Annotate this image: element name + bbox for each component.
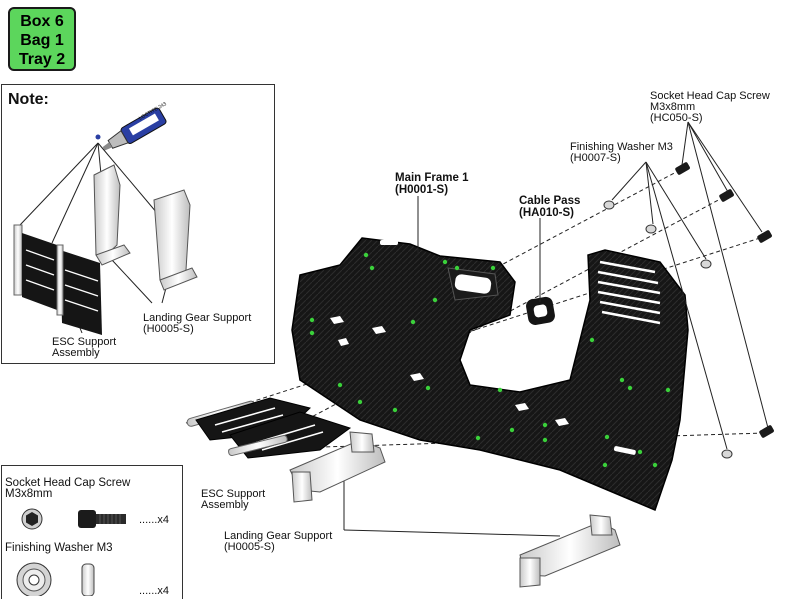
screw-side-icon <box>78 510 126 528</box>
parts-legend: Socket Head Cap Screw M3x8mm <box>1 465 183 599</box>
note-landing-gear-code: (H0005-S) <box>143 323 194 335</box>
main-frame-label: Main Frame 1 <box>395 172 469 184</box>
frame-slots <box>330 316 569 426</box>
note-drawing: LOCTITE 243 <box>13 101 198 335</box>
esc-support-assembly <box>186 397 352 459</box>
tray-number: Tray 2 <box>18 51 66 68</box>
frame-cutouts <box>380 240 636 455</box>
landing-gear-code: (H0005-S) <box>224 541 275 553</box>
washer-front-icon <box>16 562 52 596</box>
drop-icon <box>95 134 101 140</box>
socket-screw-size: M3x8mm <box>650 101 696 113</box>
landing-gear-label: Landing Gear Support <box>224 530 333 542</box>
cable-pass-part <box>526 296 555 325</box>
box-number: Box 6 <box>20 13 64 30</box>
legend-screw-label: Socket Head Cap Screw <box>5 477 131 489</box>
screws-and-washers <box>603 162 774 459</box>
socket-screw-label: Socket Head Cap Screw <box>650 90 770 102</box>
leader-lines <box>343 121 769 537</box>
main-frame-code: (H0001-S) <box>395 184 449 196</box>
socket-screw-code: (HC050-S) <box>650 112 703 124</box>
note-esc-support <box>13 224 102 335</box>
box-bag-tray-badge: Box 6 Bag 1 Tray 2 <box>8 7 76 71</box>
threadlocker-bottle-icon <box>102 107 167 151</box>
legend-screw-size: M3x8mm <box>5 488 53 500</box>
washer-code: (H0007-S) <box>570 152 621 164</box>
screw-head-icon <box>21 508 43 530</box>
legend-washer-label: Finishing Washer M3 <box>5 542 113 554</box>
esc-support-label-2: Assembly <box>201 499 249 511</box>
esc-support-label-1: ESC Support <box>201 488 266 500</box>
washer-label: Finishing Washer M3 <box>570 141 673 153</box>
frame-holes <box>309 252 671 468</box>
legend-drawing <box>16 508 126 596</box>
legend-washer-qty: ......x4 <box>139 585 169 597</box>
landing-gear-supports <box>289 431 621 588</box>
main-frame-plate <box>291 237 689 512</box>
washer-side-icon <box>81 563 95 596</box>
note-panel: Note: LOCTITE 243 <box>1 84 275 364</box>
note-title: Note: <box>8 91 49 108</box>
note-esc-label-1: ESC Support <box>52 336 117 348</box>
frame-vent-slots <box>597 260 661 325</box>
cable-pass-code: (HA010-S) <box>519 207 574 219</box>
legend-screw-qty: ......x4 <box>139 514 169 526</box>
note-esc-label-2: Assembly <box>52 347 100 359</box>
cable-pass-label: Cable Pass <box>519 195 581 207</box>
note-landing-gear-supports <box>93 164 198 291</box>
bag-number: Bag 1 <box>20 32 64 49</box>
note-landing-gear-label: Landing Gear Support <box>143 312 252 324</box>
